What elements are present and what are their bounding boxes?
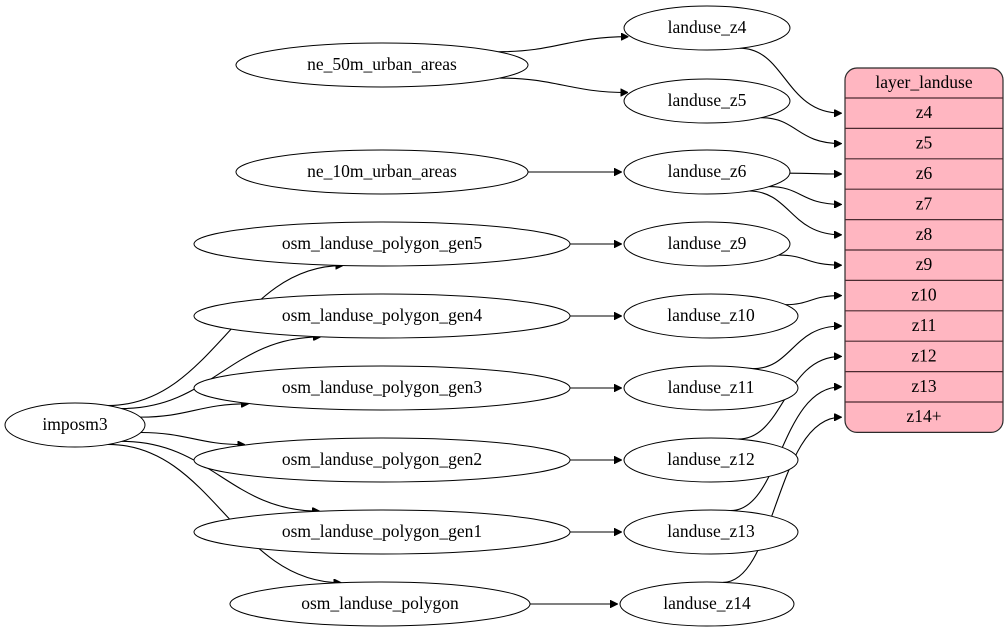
table-row-z8[interactable] — [845, 220, 1003, 250]
node-ellipse-gen1 — [193, 509, 571, 555]
edge — [769, 186, 841, 205]
edge — [108, 443, 341, 582]
node-ellipse-gen5 — [193, 221, 571, 267]
node-ellipse-ne10m — [235, 149, 529, 195]
edge — [498, 37, 627, 53]
node-lz12[interactable]: landuse_z12 — [623, 437, 799, 483]
node-ellipse-lz4 — [623, 5, 791, 51]
table-row-z14[interactable] — [845, 402, 1003, 432]
edge — [785, 296, 841, 306]
table-row-z11[interactable] — [845, 311, 1003, 341]
edge — [140, 404, 248, 418]
node-lz13[interactable]: landuse_z13 — [623, 509, 799, 555]
node-ellipse-lz14 — [619, 581, 795, 627]
node-lz10[interactable]: landuse_z10 — [623, 293, 799, 339]
edge — [140, 431, 245, 445]
node-lz11[interactable]: landuse_z11 — [623, 365, 799, 411]
node-ellipse-gen2 — [193, 437, 571, 483]
table-row-z13[interactable] — [845, 372, 1003, 402]
edge — [499, 77, 628, 92]
table-row-z12[interactable] — [845, 341, 1003, 371]
edge — [752, 326, 841, 370]
table-row-z6[interactable] — [845, 159, 1003, 189]
node-gen3[interactable]: osm_landuse_polygon_gen3 — [193, 365, 571, 411]
table-row-z7[interactable] — [845, 189, 1003, 219]
node-ellipse-lz12 — [623, 437, 799, 483]
edge — [739, 47, 841, 113]
table-row-z5[interactable] — [845, 128, 1003, 158]
node-poly[interactable]: osm_landuse_polygon — [229, 581, 531, 627]
node-lz4[interactable]: landuse_z4 — [623, 5, 791, 51]
node-ellipse-gen4 — [193, 293, 571, 339]
nodes-layer: imposm3 ne_50m_urban_areas ne_10m_urban_ar… — [4, 5, 799, 627]
node-gen2[interactable]: osm_landuse_polygon_gen2 — [193, 437, 571, 483]
edge — [748, 190, 841, 235]
table-row-z9[interactable] — [845, 250, 1003, 280]
edge — [121, 440, 319, 511]
table-layer-landuse: layer_landusez4z5z6z7z8z9z10z11z12z13z14… — [844, 67, 1004, 433]
node-lz5[interactable]: landuse_z5 — [623, 78, 791, 124]
edge — [722, 417, 841, 583]
node-ne50m[interactable]: ne_50m_urban_areas — [235, 42, 529, 88]
edge — [107, 266, 342, 407]
edge — [761, 117, 841, 144]
edge — [789, 173, 841, 174]
node-ne10m[interactable]: ne_10m_urban_areas — [235, 149, 529, 195]
node-lz9[interactable]: landuse_z9 — [623, 221, 791, 267]
node-ellipse-lz9 — [623, 221, 791, 267]
table-row-z10[interactable] — [845, 280, 1003, 310]
node-ellipse-lz13 — [623, 509, 799, 555]
node-ellipse-poly — [229, 581, 531, 627]
node-ellipse-gen3 — [193, 365, 571, 411]
node-ellipse-lz5 — [623, 78, 791, 124]
node-ellipse-ne50m — [235, 42, 529, 88]
node-ellipse-lz6 — [623, 149, 791, 195]
node-lz14[interactable]: landuse_z14 — [619, 581, 795, 627]
node-gen4[interactable]: osm_landuse_polygon_gen4 — [193, 293, 571, 339]
table-row-z4[interactable] — [845, 98, 1003, 128]
node-ellipse-lz11 — [623, 365, 799, 411]
node-imposm3[interactable]: imposm3 — [4, 402, 146, 448]
edge — [121, 337, 320, 410]
node-gen1[interactable]: osm_landuse_polygon_gen1 — [193, 509, 571, 555]
node-lz6[interactable]: landuse_z6 — [623, 149, 791, 195]
node-ellipse-lz10 — [623, 293, 799, 339]
edge — [778, 254, 841, 265]
node-ellipse-imposm3 — [4, 402, 146, 448]
node-gen5[interactable]: osm_landuse_polygon_gen5 — [193, 221, 571, 267]
